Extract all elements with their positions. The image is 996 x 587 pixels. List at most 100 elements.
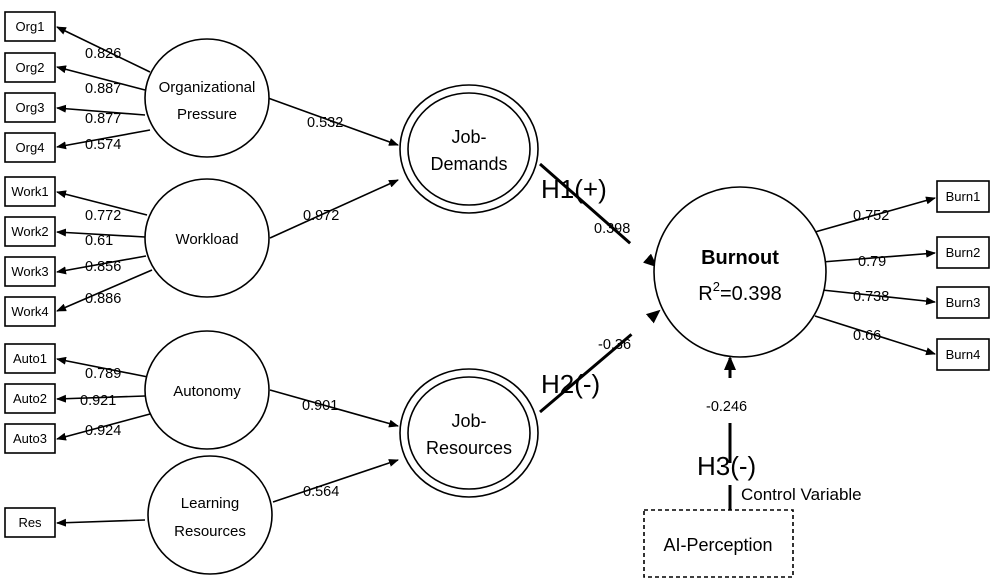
construct-job-demands: Job- Demands bbox=[399, 84, 539, 214]
indicator-auto3: Auto3 bbox=[4, 423, 56, 454]
path-arrow-autonomy-to-resources bbox=[269, 389, 399, 428]
indicator-res: Res bbox=[4, 507, 56, 538]
indicator-auto2: Auto2 bbox=[4, 383, 56, 414]
path-label-learning-to-resources: 0.564 bbox=[303, 484, 339, 500]
construct-organizational-pressure: Organizational Pressure bbox=[144, 38, 270, 158]
loading-arrow-auto1 bbox=[56, 356, 149, 378]
svg-text:Res: Res bbox=[18, 515, 42, 530]
path-label-autonomy-to-resources: 0.901 bbox=[302, 398, 338, 414]
loading-arrow-org1 bbox=[56, 26, 151, 73]
construct-job-resources: Job- Resources bbox=[399, 368, 539, 498]
construct-burnout: Burnout R2=0.398 bbox=[653, 186, 827, 358]
loading-arrow-work1 bbox=[56, 190, 148, 216]
construct-workload: Workload bbox=[144, 178, 270, 298]
loading-label-work2: 0.61 bbox=[85, 233, 113, 249]
indicator-org1: Org1 bbox=[4, 11, 56, 42]
svg-text:Work4: Work4 bbox=[11, 304, 48, 319]
svg-text:Resources: Resources bbox=[174, 523, 246, 540]
path-label-resources-to-burnout: -0.36 bbox=[598, 337, 631, 353]
path-label-demands-to-burnout: 0.398 bbox=[594, 221, 630, 237]
loading-arrow-auto3 bbox=[56, 413, 151, 441]
path-arrow-demands-to-burnout bbox=[539, 162, 658, 268]
svg-text:Org1: Org1 bbox=[16, 19, 45, 34]
loading-label-burn2: 0.79 bbox=[858, 254, 886, 270]
loading-arrow-burn2 bbox=[821, 249, 936, 263]
construct-learning-resources: Learning Resources bbox=[147, 455, 273, 575]
svg-text:Organizational: Organizational bbox=[159, 79, 256, 96]
path-arrow-resources-to-burnout bbox=[539, 309, 661, 414]
svg-text:Org2: Org2 bbox=[16, 60, 45, 75]
indicator-work3: Work3 bbox=[4, 256, 56, 287]
indicator-work4: Work4 bbox=[4, 296, 56, 327]
indicator-burn1: Burn1 bbox=[936, 180, 990, 213]
indicator-org3: Org3 bbox=[4, 92, 56, 123]
loading-label-burn3: 0.738 bbox=[853, 289, 889, 305]
loading-arrow-org2 bbox=[56, 65, 146, 91]
indicator-work2: Work2 bbox=[4, 216, 56, 247]
path-label-org-to-demands: 0.532 bbox=[307, 115, 343, 131]
loading-arrow-res bbox=[56, 518, 146, 527]
loading-label-burn1: 0.752 bbox=[853, 208, 889, 224]
loading-arrow-burn1 bbox=[814, 196, 936, 233]
loading-label-org3: 0.877 bbox=[85, 111, 121, 127]
svg-text:Work2: Work2 bbox=[11, 224, 48, 239]
svg-text:Org4: Org4 bbox=[16, 140, 45, 155]
svg-text:Work1: Work1 bbox=[11, 184, 48, 199]
loading-label-auto3: 0.924 bbox=[85, 423, 121, 439]
svg-text:Burn2: Burn2 bbox=[946, 245, 981, 260]
loading-arrow-work2 bbox=[56, 228, 146, 238]
loading-arrow-work3 bbox=[56, 255, 147, 275]
indicator-work1: Work1 bbox=[4, 176, 56, 207]
loading-label-work1: 0.772 bbox=[85, 208, 121, 224]
path-arrow-learning-to-resources bbox=[272, 459, 399, 503]
hypothesis-h2-label: H2(-) bbox=[541, 369, 600, 399]
path-arrow-workload-to-demands bbox=[269, 179, 399, 239]
svg-text:Auto1: Auto1 bbox=[13, 351, 47, 366]
svg-text:Burn3: Burn3 bbox=[946, 295, 981, 310]
svg-text:Burn1: Burn1 bbox=[946, 189, 981, 204]
indicator-burn3: Burn3 bbox=[936, 286, 990, 319]
control-variable-ai-perception: AI-Perception bbox=[643, 509, 794, 578]
indicator-org2: Org2 bbox=[4, 52, 56, 83]
control-variable-label: Control Variable bbox=[741, 485, 862, 504]
svg-text:Resources: Resources bbox=[426, 438, 512, 458]
path-label-ai-to-burnout: -0.246 bbox=[706, 399, 747, 415]
loading-label-auto2: 0.921 bbox=[80, 393, 116, 409]
svg-text:Burn4: Burn4 bbox=[946, 347, 981, 362]
svg-text:Workload: Workload bbox=[175, 231, 238, 248]
svg-text:Org3: Org3 bbox=[16, 100, 45, 115]
indicator-burn4: Burn4 bbox=[936, 338, 990, 371]
svg-text:Auto2: Auto2 bbox=[13, 391, 47, 406]
hypothesis-h1-label: H1(+) bbox=[541, 174, 607, 204]
svg-text:Work3: Work3 bbox=[11, 264, 48, 279]
svg-text:Burnout: Burnout bbox=[701, 247, 779, 269]
loading-label-org2: 0.887 bbox=[85, 81, 121, 97]
loading-arrow-org4 bbox=[56, 129, 151, 150]
path-arrow-org-to-demands bbox=[267, 97, 399, 146]
construct-autonomy: Autonomy bbox=[144, 330, 270, 450]
loading-label-org1: 0.826 bbox=[85, 46, 121, 62]
loading-label-auto1: 0.789 bbox=[85, 366, 121, 382]
loading-label-burn4: 0.66 bbox=[853, 328, 881, 344]
loading-label-work4: 0.886 bbox=[85, 291, 121, 307]
indicator-auto1: Auto1 bbox=[4, 343, 56, 374]
indicator-burn2: Burn2 bbox=[936, 236, 990, 269]
loading-label-work3: 0.856 bbox=[85, 259, 121, 275]
loading-arrow-burn4 bbox=[814, 315, 936, 356]
hypothesis-h3-label: H3(-) bbox=[697, 451, 756, 481]
loading-arrow-org3 bbox=[56, 104, 146, 116]
svg-text:Learning: Learning bbox=[181, 495, 239, 512]
svg-text:Demands: Demands bbox=[430, 154, 507, 174]
svg-text:Autonomy: Autonomy bbox=[173, 383, 241, 400]
svg-text:Pressure: Pressure bbox=[177, 106, 237, 123]
r-squared-label: R2=0.398 bbox=[698, 279, 781, 305]
indicator-org4: Org4 bbox=[4, 132, 56, 163]
path-label-workload-to-demands: 0.972 bbox=[303, 208, 339, 224]
loading-arrow-work4 bbox=[56, 269, 153, 312]
svg-text:Auto3: Auto3 bbox=[13, 431, 47, 446]
svg-text:Job-: Job- bbox=[451, 411, 486, 431]
svg-text:Job-: Job- bbox=[451, 127, 486, 147]
svg-text:AI-Perception: AI-Perception bbox=[663, 535, 772, 555]
loading-arrow-burn3 bbox=[821, 289, 936, 306]
